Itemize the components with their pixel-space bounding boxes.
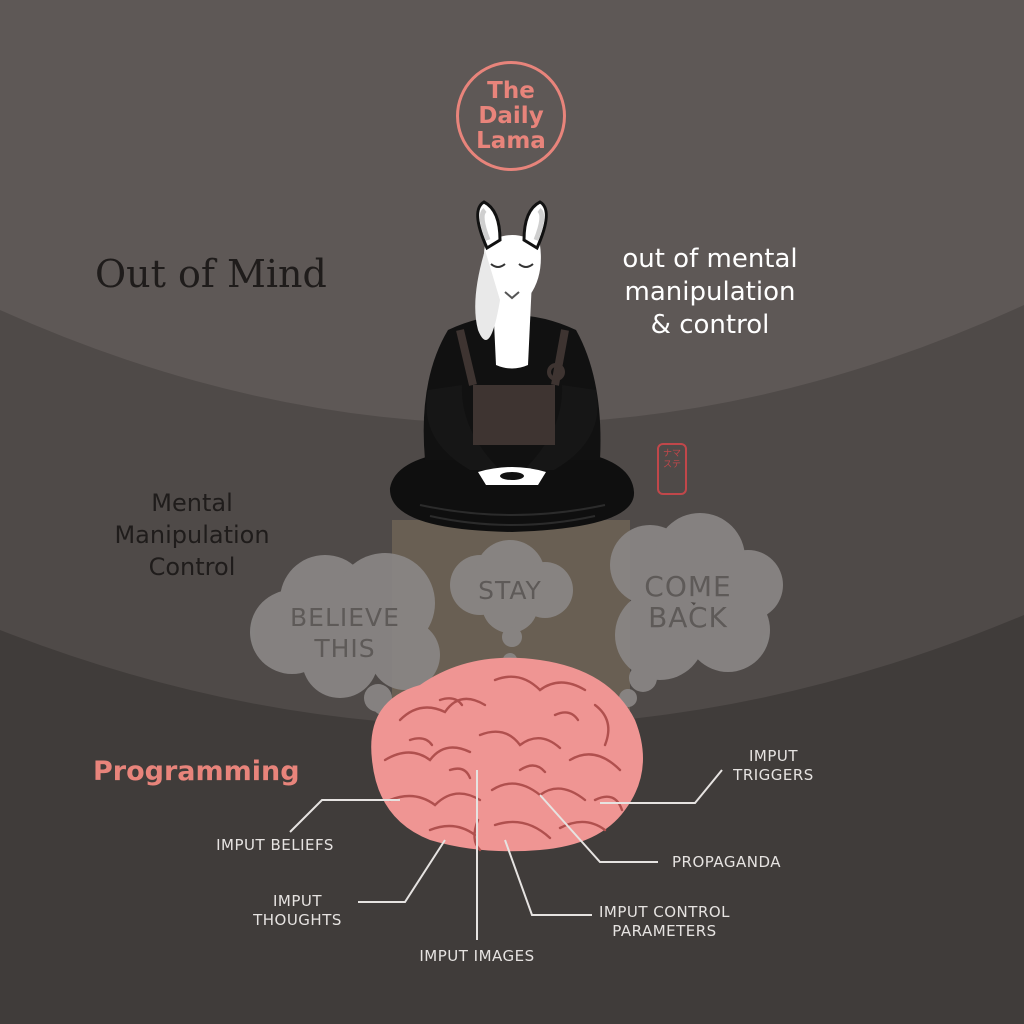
- callout-control-line-2: PARAMETERS: [612, 922, 717, 940]
- seal-stamp: ナマステ: [657, 443, 687, 495]
- heading-right-line-3: & control: [650, 310, 770, 340]
- llama-monk-illustration: [389, 200, 635, 532]
- callout-lines: [289, 769, 723, 940]
- programming-label: Programming: [93, 756, 300, 787]
- bubble-right: COME BACK: [628, 571, 748, 633]
- callout-triggers-line-1: IMPUT: [748, 747, 799, 765]
- logo-line-1: The: [487, 77, 535, 104]
- heading-right-line-2: manipulation: [624, 277, 796, 307]
- logo-line-2: Daily: [478, 102, 544, 129]
- callout-control-line-1: IMPUT CONTROL: [598, 903, 731, 921]
- side-label-line-2: Manipulation: [114, 521, 270, 549]
- bubble-right-line-1: COME: [644, 570, 732, 603]
- thought-cloud: [250, 513, 783, 715]
- callout-triggers-line-2: TRIGGERS: [733, 766, 814, 784]
- callout-thoughts-line-2: THOUGHTS: [253, 911, 342, 929]
- brain-illustration: [371, 657, 643, 852]
- bubble-left-line-1: BELIEVE: [290, 603, 400, 632]
- heading-right: out of mental manipulation & control: [590, 243, 830, 342]
- heading-right-line-1: out of mental: [622, 244, 798, 274]
- side-label-line-3: Control: [148, 553, 236, 581]
- heading-left: Out of Mind: [95, 252, 327, 296]
- callout-images: IMPUT IMAGES: [419, 947, 535, 965]
- callout-thoughts-line-1: IMPUT: [272, 892, 323, 910]
- bubble-right-line-2: BACK: [648, 601, 728, 634]
- callout-propaganda: PROPAGANDA: [671, 853, 781, 871]
- side-label: Mental Manipulation Control: [92, 487, 292, 583]
- bubble-center: STAY: [478, 576, 542, 605]
- bubble-left: BELIEVE THIS: [270, 602, 420, 664]
- daily-lama-logo: The Daily Lama: [456, 61, 566, 171]
- callout-thoughts: IMPUT THOUGHTS: [245, 892, 350, 930]
- logo-line-3: Lama: [476, 127, 546, 154]
- bubble-left-line-2: THIS: [314, 634, 376, 663]
- callout-control: IMPUT CONTROL PARAMETERS: [592, 903, 737, 941]
- callout-triggers: IMPUT TRIGGERS: [726, 747, 821, 785]
- side-label-line-1: Mental: [151, 489, 233, 517]
- callout-beliefs: IMPUT BELIEFS: [216, 836, 334, 854]
